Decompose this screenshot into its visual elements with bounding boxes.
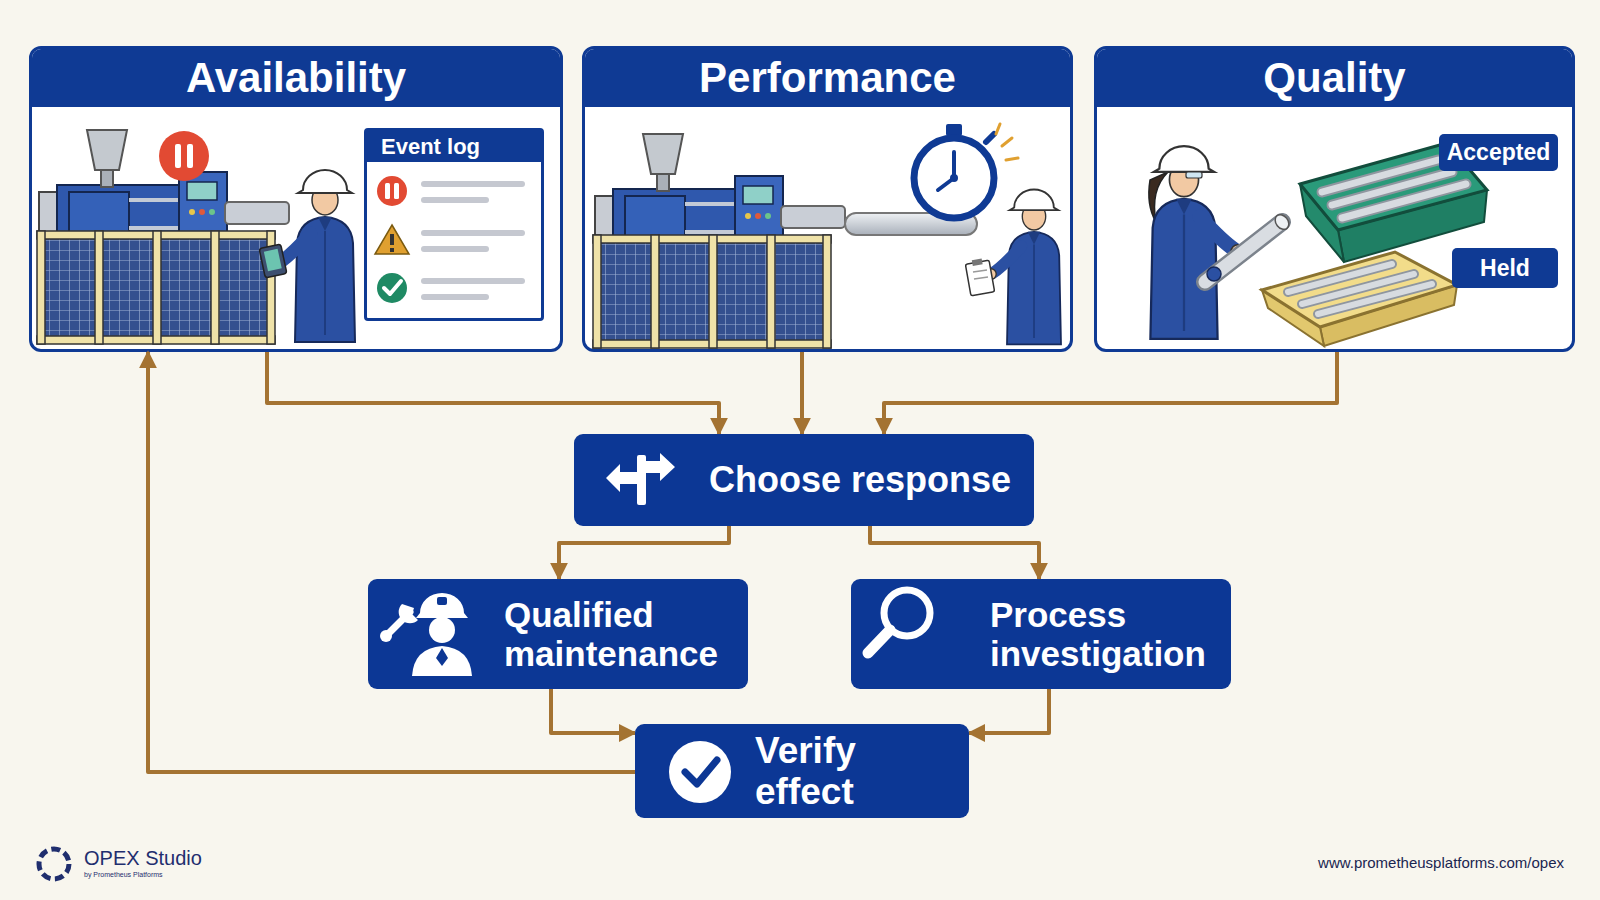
web-address: www.prometheusplatforms.com/opex	[1318, 854, 1564, 871]
flow-arrow	[969, 689, 1049, 733]
step-label: Choose response	[709, 460, 1011, 500]
process-box: Verify effect	[635, 724, 969, 818]
step-label: Process investigation	[990, 595, 1226, 673]
panel-heading: Availability	[32, 49, 560, 107]
brand-logo	[39, 849, 69, 879]
decision-box: Choose response	[574, 434, 1034, 526]
step-label: Qualified maintenance	[504, 595, 740, 673]
flow-arrow	[148, 352, 635, 772]
flow-arrow	[267, 352, 719, 434]
process-box: Process investigation	[851, 579, 1231, 689]
tag-text: Held	[1480, 255, 1530, 282]
panel-heading: Quality	[1097, 49, 1572, 107]
flow-arrow	[800, 352, 804, 434]
kpi-panel: Performance	[582, 46, 1073, 352]
kpi-panel: AvailabilityEvent log	[29, 46, 563, 352]
process-box: Qualified maintenance	[368, 579, 748, 689]
panel-heading: Performance	[585, 49, 1070, 107]
status-tag: Accepted	[1439, 134, 1558, 171]
event-log-box: Event log	[364, 128, 544, 321]
flow-arrow	[559, 526, 729, 579]
flow-arrow	[551, 689, 635, 733]
flow-arrow	[870, 526, 1039, 579]
brand-name: OPEX Studio	[84, 847, 202, 870]
flow-arrow	[884, 352, 1337, 434]
step-label: Verify effect	[755, 730, 960, 813]
status-tag: Held	[1452, 248, 1558, 288]
kpi-panel: QualityAcceptedHeld	[1094, 46, 1575, 352]
brand-byline: by Prometheus Platforms	[84, 871, 163, 878]
log-heading: Event log	[367, 131, 541, 162]
tag-text: Accepted	[1447, 139, 1551, 166]
